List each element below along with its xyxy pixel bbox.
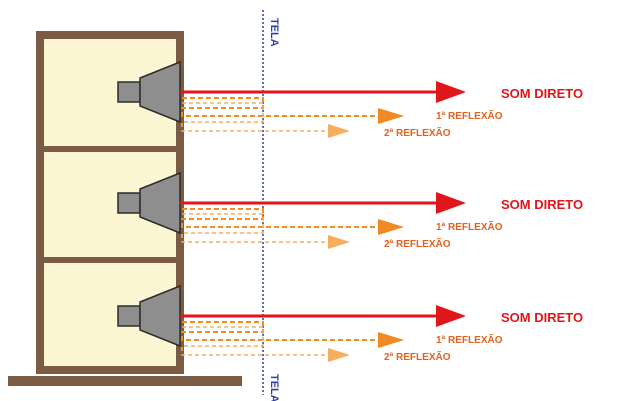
speaker-group-2: SOM DIRETO 1ª REFLEXÃO 2ª REFLEXÃO	[117, 171, 583, 250]
speaker-group-3: SOM DIRETO 1ª REFLEXÃO 2ª REFLEXÃO	[117, 284, 583, 363]
second-reflection-arrowhead	[328, 124, 350, 138]
second-reflection-label: 2ª REFLEXÃO	[384, 237, 451, 250]
direct-sound-label: SOM DIRETO	[501, 197, 583, 212]
first-reflection-label: 1ª REFLEXÃO	[436, 220, 503, 233]
second-reflection-label: 2ª REFLEXÃO	[384, 126, 451, 139]
first-reflection-path	[181, 208, 380, 228]
speaker-cone	[139, 284, 181, 348]
second-reflection-path	[181, 326, 330, 356]
first-reflection-arrowhead	[378, 332, 404, 348]
speaker-cone	[139, 60, 181, 124]
first-reflection-path	[181, 321, 380, 341]
second-reflection-label: 2ª REFLEXÃO	[384, 350, 451, 363]
floor-base	[8, 376, 242, 386]
speaker-magnet	[117, 192, 141, 214]
screen-label-bottom: TELA	[268, 374, 280, 401]
first-reflection-arrowhead	[378, 219, 404, 235]
first-reflection-label: 1ª REFLEXÃO	[436, 109, 503, 122]
second-reflection-path	[181, 102, 330, 132]
speaker-magnet	[117, 81, 141, 103]
screen-label-top: TELA	[268, 18, 280, 47]
direct-arrowhead	[436, 305, 466, 327]
speaker-magnet	[117, 305, 141, 327]
direct-arrowhead	[436, 192, 466, 214]
second-reflection-arrowhead	[328, 235, 350, 249]
second-reflection-path	[181, 213, 330, 243]
speaker-group-1: SOM DIRETO 1ª REFLEXÃO 2ª REFLEXÃO	[117, 60, 583, 139]
speaker-cone	[139, 171, 181, 235]
first-reflection-arrowhead	[378, 108, 404, 124]
first-reflection-label: 1ª REFLEXÃO	[436, 333, 503, 346]
second-reflection-arrowhead	[328, 348, 350, 362]
direct-sound-label: SOM DIRETO	[501, 310, 583, 325]
direct-arrowhead	[436, 81, 466, 103]
direct-sound-label: SOM DIRETO	[501, 86, 583, 101]
first-reflection-path	[181, 97, 380, 117]
